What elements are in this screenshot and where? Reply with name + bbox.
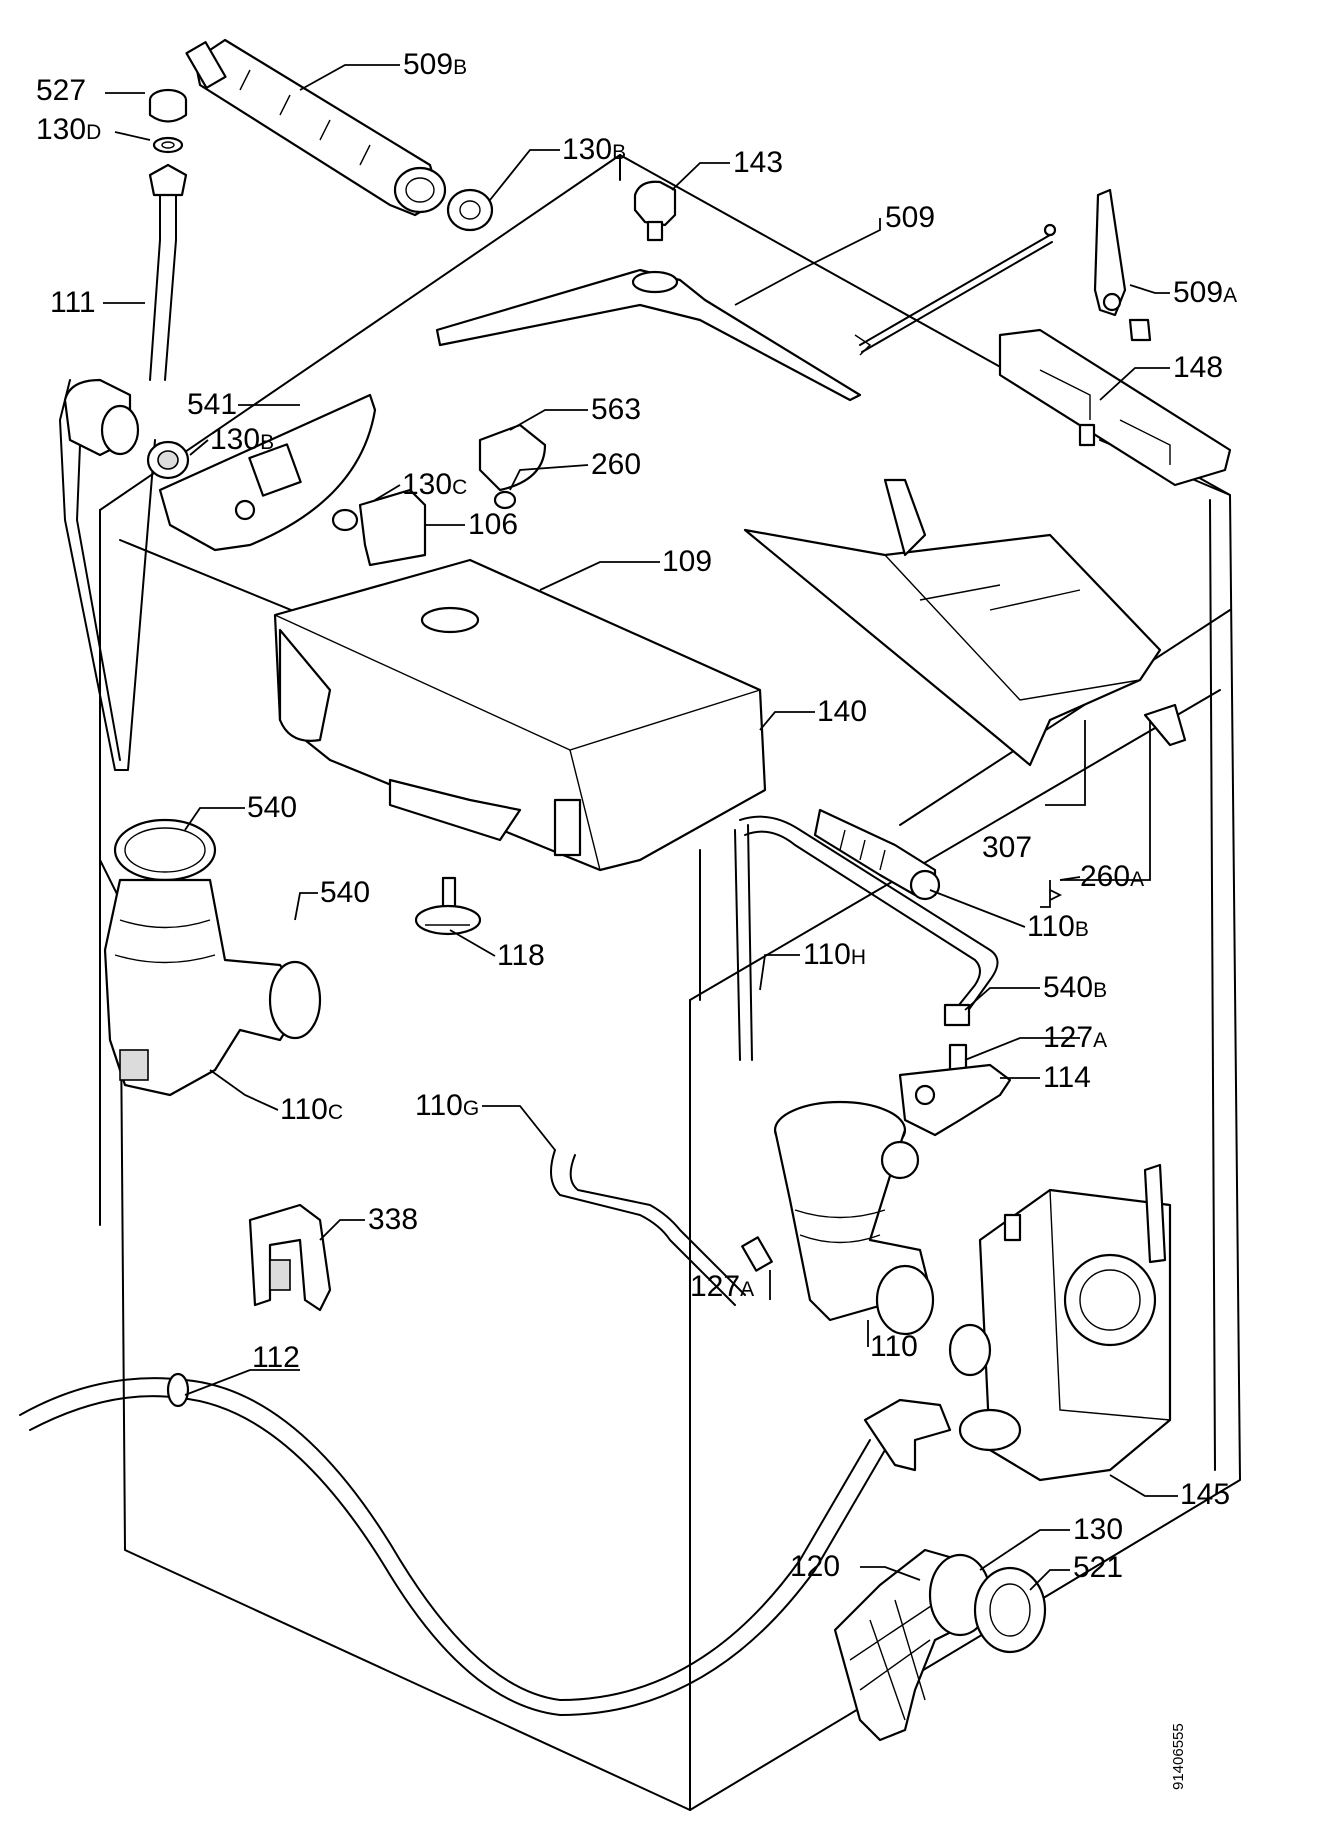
drawer-140 <box>743 478 1162 767</box>
label-307: 307 <box>982 831 1033 864</box>
cover-563 <box>478 423 547 492</box>
label-140: 140 <box>817 695 868 728</box>
label-521: 521 <box>1073 1551 1124 1584</box>
clip-338 <box>248 1203 332 1312</box>
label-509b: 509B <box>403 48 468 81</box>
bracket-148 <box>998 328 1232 487</box>
dispenser-housing-109 <box>273 558 767 872</box>
label-111: 111 <box>50 286 96 319</box>
label-130: 130 <box>1073 1513 1124 1546</box>
label-148: 148 <box>1173 351 1224 384</box>
label-145: 145 <box>1180 1478 1231 1511</box>
label-110b: 110B <box>1027 910 1089 943</box>
label-127a-top: 127A <box>1043 1021 1108 1054</box>
knob-143 <box>633 180 677 242</box>
label-106: 106 <box>468 508 519 541</box>
label-110c: 110C <box>280 1093 343 1126</box>
label-540-a: 540 <box>247 791 298 824</box>
cabinet-outline <box>99 154 1241 1811</box>
label-130b-top: 130B <box>562 133 627 166</box>
label-110g: 110G <box>415 1089 480 1122</box>
hose-110h <box>734 815 999 1061</box>
nut-130b-top <box>446 188 494 232</box>
drawing-code: 91406555 <box>1170 1723 1187 1790</box>
label-127a-bot: 127A <box>690 1270 755 1303</box>
hose-111 <box>59 163 188 771</box>
label-509: 509 <box>885 201 936 234</box>
hose-110b <box>813 808 941 901</box>
label-540b: 540B <box>1043 971 1108 1004</box>
label-120: 120 <box>790 1550 841 1583</box>
label-540-b: 540 <box>320 876 371 909</box>
cap-118 <box>414 876 482 936</box>
fittings-540b-127a-114 <box>898 1003 1012 1137</box>
nut-130b-mid <box>146 440 190 480</box>
label-527: 527 <box>36 74 87 107</box>
label-338: 338 <box>368 1203 419 1236</box>
label-112: 112 <box>252 1341 300 1374</box>
label-541: 541 <box>187 388 238 421</box>
clip-260a <box>1143 703 1187 747</box>
label-509a: 509A <box>1173 276 1238 309</box>
lever-509 <box>435 223 1057 402</box>
valve-assembly-106 <box>331 488 517 567</box>
label-110: 110 <box>870 1330 918 1363</box>
label-118: 118 <box>497 939 545 972</box>
label-130c: 130C <box>402 468 468 501</box>
label-260a: 260A <box>1080 860 1145 893</box>
label-143: 143 <box>733 146 784 179</box>
leader-lines <box>103 64 1178 1591</box>
filter-120-130-521 <box>833 1548 1047 1742</box>
inlet-pipe-509b <box>185 38 447 217</box>
label-563: 563 <box>591 393 642 426</box>
pump-145 <box>948 1163 1172 1482</box>
label-130d: 130D <box>36 113 102 146</box>
drain-hose-112 <box>19 1372 952 1716</box>
label-260: 260 <box>591 448 642 481</box>
label-114: 114 <box>1043 1061 1091 1094</box>
panel-541 <box>158 393 377 552</box>
label-130b-mid: 130B <box>210 423 275 456</box>
sump-hose-110c <box>103 818 322 1097</box>
label-110h: 110H <box>803 938 866 971</box>
arm-509a <box>1093 188 1152 342</box>
hose-110g <box>550 1149 773 1306</box>
label-109: 109 <box>662 545 713 578</box>
fitting-527 <box>148 88 188 154</box>
sump-elbow-110 <box>773 1100 935 1336</box>
